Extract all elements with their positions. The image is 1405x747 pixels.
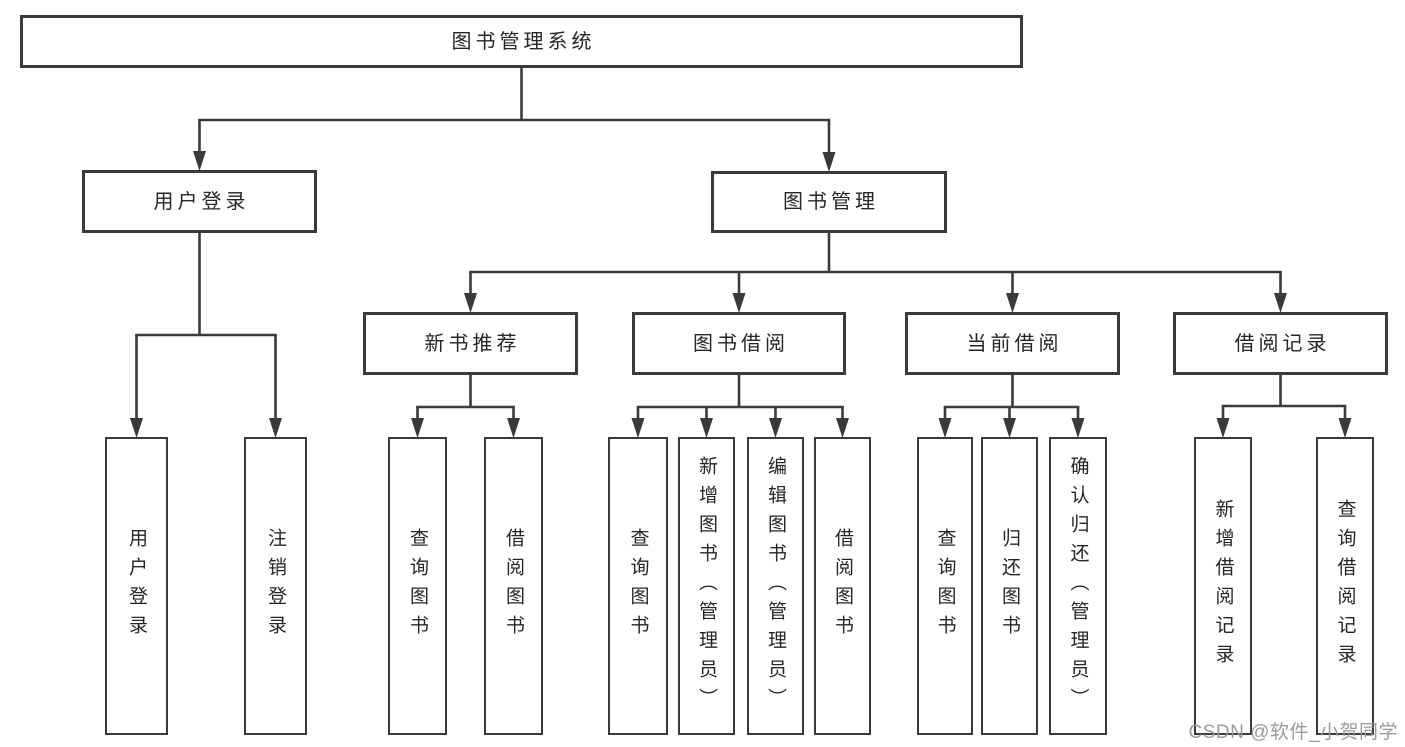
watermark: CSDN @软件_小贺同学 (1188, 722, 1398, 743)
node-book-mgmt-label: 图书管理 (783, 191, 879, 213)
arrowhead-icon (464, 293, 477, 313)
arrowhead-icon (1216, 418, 1230, 438)
node-leaf-rec-query: 查询图书 (388, 437, 447, 735)
arrowhead-icon (700, 418, 713, 438)
arrowhead-icon (1338, 418, 1352, 438)
arrowhead-icon (269, 418, 282, 438)
arrowhead-icon (411, 418, 424, 438)
node-leaf-bb-add-label: 新增图书（管理员） (696, 455, 717, 717)
node-current-borrow: 当前借阅 (905, 312, 1120, 375)
node-leaf-user-login: 用户登录 (105, 437, 168, 735)
node-leaf-cb-query-label: 查询图书 (934, 528, 956, 644)
node-leaf-rec-borrow-label: 借阅图书 (503, 528, 524, 644)
node-borrow-record: 借阅记录 (1173, 312, 1388, 375)
node-leaf-bb-borrow: 借阅图书 (814, 437, 871, 735)
node-leaf-rec-borrow: 借阅图书 (484, 437, 543, 735)
arrowhead-icon (1274, 293, 1287, 313)
arrowhead-icon (1003, 418, 1016, 438)
node-root-label: 图书管理系统 (451, 30, 596, 53)
arrowhead-icon (631, 418, 645, 438)
node-leaf-br-add: 新增借阅记录 (1194, 437, 1252, 735)
node-leaf-bb-borrow-label: 借阅图书 (832, 528, 853, 644)
arrowhead-icon (193, 151, 206, 171)
node-new-book-rec: 新书推荐 (363, 312, 578, 375)
arrowhead-icon (1006, 293, 1019, 313)
node-book-mgmt: 图书管理 (711, 171, 947, 233)
arrowhead-icon (769, 418, 782, 438)
node-user-login-label: 用户登录 (153, 190, 250, 213)
node-leaf-cb-return: 归还图书 (981, 437, 1038, 735)
node-leaf-cb-return-label: 归还图书 (999, 528, 1020, 644)
node-book-borrow: 图书借阅 (632, 312, 846, 375)
node-leaf-br-add-label: 新增借阅记录 (1212, 499, 1234, 673)
node-leaf-bb-query: 查询图书 (608, 437, 668, 735)
arrowhead-icon (938, 418, 952, 438)
node-leaf-bb-query-label: 查询图书 (627, 528, 649, 644)
arrowhead-icon (507, 418, 520, 438)
arrowhead-icon (130, 418, 143, 438)
node-leaf-cb-confirm: 确认归还（管理员） (1049, 437, 1107, 735)
node-borrow-record-label: 借阅记录 (1234, 332, 1331, 355)
node-leaf-rec-query-label: 查询图书 (407, 528, 428, 644)
arrowhead-icon (732, 293, 746, 313)
node-leaf-logout: 注销登录 (244, 437, 307, 735)
node-leaf-cb-confirm-label: 确认归还（管理员） (1067, 455, 1089, 717)
node-leaf-logout-label: 注销登录 (265, 528, 286, 644)
node-leaf-bb-edit-label: 编辑图书（管理员） (765, 455, 786, 717)
node-current-borrow-label: 当前借阅 (966, 332, 1063, 355)
arrowhead-icon (1071, 418, 1085, 438)
arrowhead-icon (836, 418, 849, 438)
node-leaf-bb-add: 新增图书（管理员） (678, 437, 735, 735)
node-leaf-user-login-label: 用户登录 (126, 528, 147, 644)
node-leaf-br-query: 查询借阅记录 (1316, 437, 1374, 735)
node-leaf-cb-query: 查询图书 (917, 437, 973, 735)
node-leaf-br-query-label: 查询借阅记录 (1334, 499, 1356, 673)
node-book-borrow-label: 图书借阅 (693, 332, 789, 355)
arrowhead-icon (822, 152, 836, 172)
node-root: 图书管理系统 (20, 15, 1023, 68)
node-user-login: 用户登录 (82, 170, 317, 233)
node-new-book-rec-label: 新书推荐 (424, 332, 521, 355)
node-leaf-bb-edit: 编辑图书（管理员） (747, 437, 804, 735)
